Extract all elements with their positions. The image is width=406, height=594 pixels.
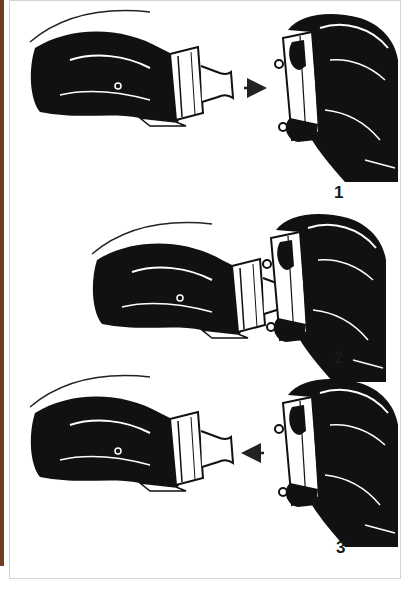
step-number: 2 bbox=[334, 349, 343, 366]
panel-three bbox=[30, 376, 398, 547]
panel-two bbox=[92, 214, 386, 382]
step-number: 3 bbox=[336, 539, 345, 556]
side-band bbox=[0, 0, 4, 566]
step-number: 1 bbox=[334, 184, 343, 201]
frame bbox=[10, 1, 401, 579]
panel-one bbox=[30, 11, 398, 182]
